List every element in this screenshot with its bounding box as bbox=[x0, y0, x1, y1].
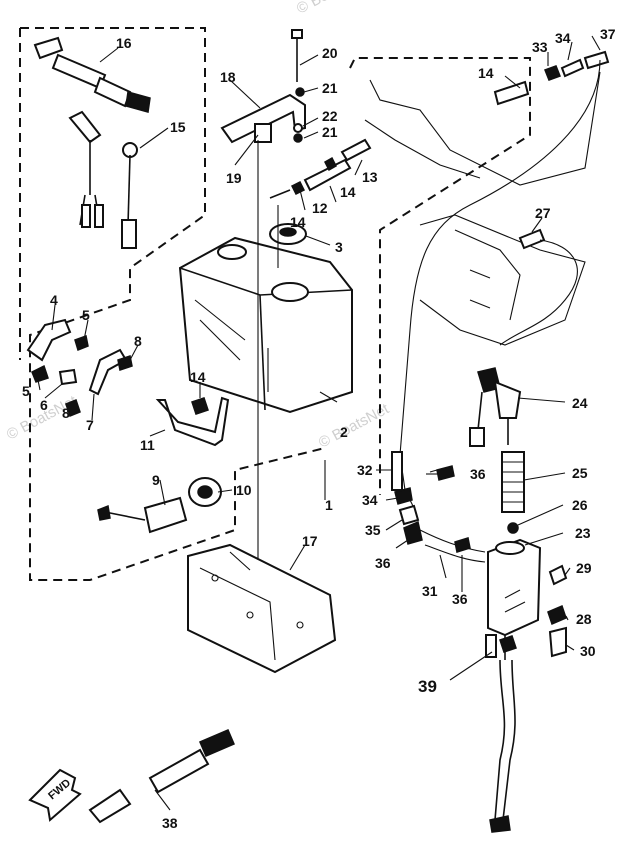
part-38-cable bbox=[88, 729, 235, 824]
callout-14-c: 14 bbox=[290, 214, 306, 230]
callout-4: 4 bbox=[50, 292, 58, 308]
assembly-outline-left bbox=[20, 27, 326, 581]
part-23-sub-tank bbox=[487, 538, 542, 660]
callout-10: 10 bbox=[236, 482, 252, 498]
callout-21-b: 21 bbox=[322, 124, 338, 140]
callout-27: 27 bbox=[535, 205, 551, 221]
callout-22: 22 bbox=[322, 108, 338, 124]
oil-hose-27 bbox=[499, 239, 578, 346]
callout-29: 29 bbox=[576, 560, 592, 576]
callout-8: 8 bbox=[134, 333, 142, 349]
callout-19: 19 bbox=[226, 170, 242, 186]
part-31-36-hoses bbox=[391, 451, 486, 563]
callout-38: 38 bbox=[162, 815, 178, 831]
callout-14-b: 14 bbox=[340, 184, 356, 200]
powerhead-block bbox=[419, 214, 586, 346]
assembly-axis bbox=[257, 140, 279, 560]
part-12-13-hose-fittings bbox=[269, 138, 372, 199]
oil-hose-loop bbox=[399, 59, 601, 511]
callout-25: 25 bbox=[572, 465, 588, 481]
callout-5: 5 bbox=[82, 307, 90, 323]
callout-14-d: 14 bbox=[190, 369, 206, 385]
callout-17: 17 bbox=[302, 533, 318, 549]
assembly-outline-right bbox=[349, 57, 531, 495]
callout-28: 28 bbox=[576, 611, 592, 627]
part-16-cable bbox=[33, 36, 151, 113]
callout-21-a: 21 bbox=[322, 80, 338, 96]
callout-1: 1 bbox=[325, 497, 333, 513]
callout-30: 30 bbox=[580, 643, 596, 659]
part-3-filler-cap bbox=[269, 223, 307, 245]
callout-34-b: 34 bbox=[362, 492, 378, 508]
part-6-7-8-pipe bbox=[58, 348, 133, 417]
callout-5-b: 5 bbox=[22, 383, 30, 399]
watermark: © BoatsNet bbox=[294, 0, 371, 18]
callout-39: 39 bbox=[418, 677, 437, 696]
part-10-nut bbox=[188, 477, 222, 507]
callout-11: 11 bbox=[140, 437, 155, 453]
callout-34-a: 34 bbox=[555, 30, 571, 46]
callout-36-a: 36 bbox=[470, 466, 486, 482]
callout-32: 32 bbox=[357, 462, 373, 478]
callout-13: 13 bbox=[362, 169, 378, 185]
callout-26: 26 bbox=[572, 497, 588, 513]
callout-3: 3 bbox=[335, 239, 343, 255]
part-9-switch bbox=[97, 496, 188, 534]
callout-36-b: 36 bbox=[375, 555, 391, 571]
part-15-harness bbox=[68, 110, 138, 249]
callout-9: 9 bbox=[152, 472, 160, 488]
part-25-filter bbox=[501, 451, 525, 534]
fwd-direction-marker: FWD bbox=[28, 768, 82, 822]
callout-24: 24 bbox=[572, 395, 588, 411]
part-11-hose bbox=[155, 396, 230, 447]
callout-15: 15 bbox=[170, 119, 186, 135]
part-28-29-30-fittings bbox=[547, 564, 568, 658]
callout-14-a: 14 bbox=[478, 65, 494, 81]
callout-37: 37 bbox=[600, 26, 616, 42]
part-39-oil-line bbox=[485, 634, 517, 833]
callout-18: 18 bbox=[220, 69, 236, 85]
callout-23: 23 bbox=[575, 525, 591, 541]
callout-33: 33 bbox=[532, 39, 548, 55]
callout-6: 6 bbox=[40, 397, 48, 413]
callout-2: 2 bbox=[340, 424, 348, 440]
watermark: © BoatsNet bbox=[316, 400, 393, 452]
part-14-clip bbox=[191, 397, 209, 415]
callout-31: 31 bbox=[422, 583, 438, 599]
callout-16: 16 bbox=[116, 35, 132, 51]
callout-35: 35 bbox=[365, 522, 381, 538]
callout-20: 20 bbox=[322, 45, 338, 61]
callout-12: 12 bbox=[312, 200, 328, 216]
leader-lines bbox=[37, 35, 601, 811]
callout-8-b: 8 bbox=[62, 405, 70, 421]
part-24-sensor bbox=[469, 367, 522, 447]
part-2-oil-tank bbox=[178, 236, 353, 414]
callout-7: 7 bbox=[86, 417, 94, 433]
part-17-plate bbox=[187, 543, 337, 674]
part-4-hose bbox=[26, 318, 89, 383]
callout-36-c: 36 bbox=[452, 591, 468, 607]
part-20-bolt bbox=[291, 29, 305, 143]
part-18-bracket bbox=[220, 93, 306, 144]
